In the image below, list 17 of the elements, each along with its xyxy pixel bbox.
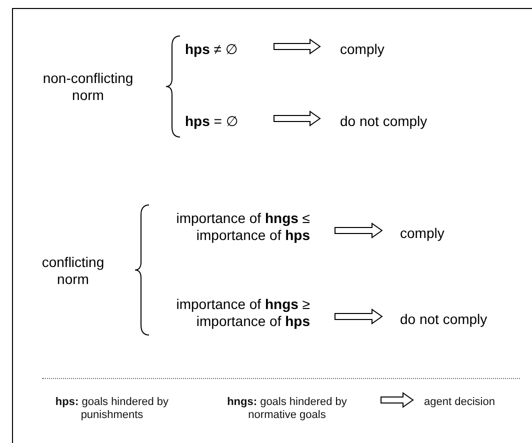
node-text: do not comply xyxy=(382,311,522,328)
definition-text: hps: goals hindered by punishments xyxy=(54,396,170,422)
block-arrow xyxy=(334,308,383,324)
norm-type: conflicting norm xyxy=(28,254,118,288)
legend-text: agent decision xyxy=(424,396,495,409)
norm-type: non-conflicting norm xyxy=(28,70,148,104)
node-text: importance of hngs ≤ importance of hps xyxy=(150,210,335,244)
node-text: importance of hngs ≥ importance of hps xyxy=(150,296,335,330)
block-arrow xyxy=(274,110,321,126)
node-text: hps = ∅ xyxy=(185,113,274,130)
block-arrow xyxy=(334,222,383,238)
node-text: comply xyxy=(320,41,420,58)
node-text: do not comply xyxy=(320,113,460,130)
node-text: comply xyxy=(382,225,482,242)
definition-text: hngs: goals hindered by normative goals xyxy=(226,396,348,422)
node-text: hps ≠ ∅ xyxy=(185,41,274,58)
block-arrow xyxy=(274,38,321,54)
